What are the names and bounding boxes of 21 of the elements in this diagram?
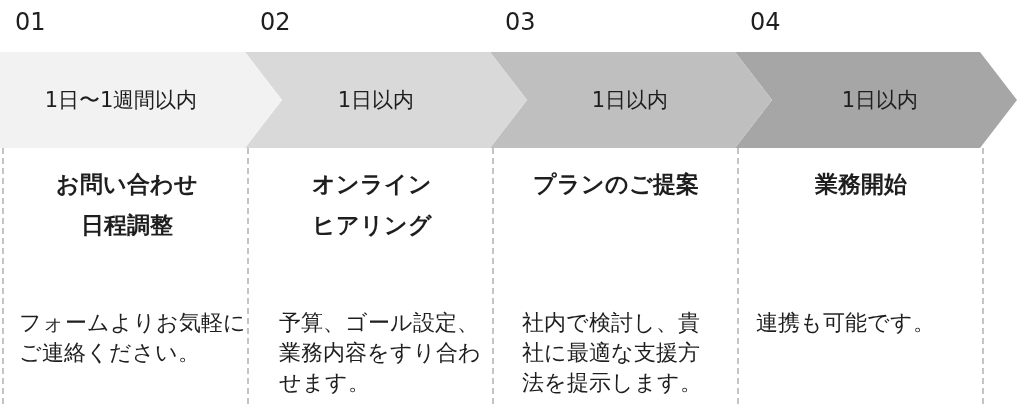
- step-number: 03: [505, 8, 536, 36]
- step-banner: [490, 52, 772, 148]
- step-title: オンラインヒアリング: [311, 170, 432, 240]
- step-column: [737, 148, 984, 404]
- step-number: 01: [15, 8, 46, 36]
- duration-label: 1日以内: [591, 87, 669, 113]
- step-description: フォームよりお気軽にご連絡ください。: [19, 309, 247, 367]
- step-banner: [0, 52, 282, 148]
- duration-label: 1日以内: [841, 87, 919, 113]
- step-description: 予算、ゴール設定、業務内容をすり合わせます。: [279, 309, 481, 397]
- step-title: お問い合わせ日程調整: [55, 170, 198, 240]
- duration-label: 1日以内: [337, 87, 415, 113]
- step-number: 02: [260, 8, 291, 36]
- step-number: 04: [750, 8, 781, 36]
- duration-label: 1日〜1週間以内: [44, 87, 198, 113]
- step-title: プランのご提案: [532, 170, 699, 199]
- step-description: 連携も可能です。: [756, 309, 936, 337]
- step-description: 社内で検討し、貴社に最適な支援方法を提示します。: [522, 309, 703, 397]
- step-banner: [245, 52, 527, 148]
- step-title: 業務開始: [814, 170, 907, 199]
- step-banner: [735, 52, 1017, 148]
